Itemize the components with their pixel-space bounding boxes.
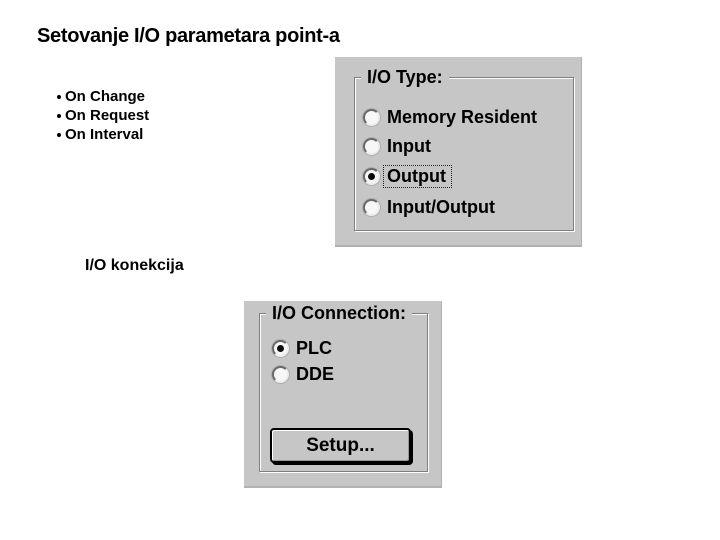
bullet-label: On Change [65, 88, 146, 105]
radio-icon[interactable] [272, 365, 289, 383]
bullet-icon [57, 132, 61, 137]
io-type-panel: I/O Type: Memory Resident Input Output I… [335, 57, 582, 247]
bullet-icon [57, 94, 61, 99]
radio-option-label[interactable]: PLC [296, 338, 332, 358]
radio-icon[interactable] [363, 198, 380, 216]
list-item: On Request [57, 106, 149, 125]
radio-option-input-output[interactable]: Input/Output [363, 196, 495, 218]
section-label-io-konekcija: I/O konekcija [85, 257, 184, 274]
radio-option-output[interactable]: Output [363, 164, 452, 188]
radio-option-label[interactable]: Memory Resident [387, 107, 538, 127]
bullet-icon [57, 113, 61, 118]
io-type-groupbox: I/O Type: [354, 67, 574, 231]
radio-option-plc[interactable]: PLC [272, 337, 332, 359]
setup-button[interactable]: Setup... [270, 428, 411, 463]
io-connection-legend: I/O Connection: [266, 303, 412, 323]
io-type-legend: I/O Type: [361, 67, 449, 87]
radio-option-label[interactable]: Input/Output [387, 197, 495, 217]
radio-option-label[interactable]: DDE [296, 364, 335, 384]
radio-option-label[interactable]: Input [387, 136, 431, 156]
bullet-label: On Interval [65, 126, 144, 143]
radio-option-dde[interactable]: DDE [272, 363, 334, 385]
radio-icon[interactable] [363, 108, 380, 126]
io-connection-panel: I/O Connection: PLC DDE Setup... [244, 301, 442, 488]
list-item: On Interval [57, 125, 149, 144]
bullet-list: On Change On Request On Interval [57, 87, 149, 144]
radio-option-label[interactable]: Output [383, 164, 452, 188]
radio-icon[interactable] [363, 167, 380, 185]
bullet-label: On Request [65, 107, 150, 124]
radio-icon[interactable] [272, 339, 289, 357]
radio-icon[interactable] [363, 137, 380, 155]
list-item: On Change [57, 87, 149, 106]
page-title: Setovanje I/O parametara point-a [37, 25, 340, 47]
radio-option-input[interactable]: Input [363, 135, 431, 157]
io-connection-groupbox: I/O Connection: [259, 303, 428, 472]
radio-option-memory-resident[interactable]: Memory Resident [363, 106, 537, 128]
